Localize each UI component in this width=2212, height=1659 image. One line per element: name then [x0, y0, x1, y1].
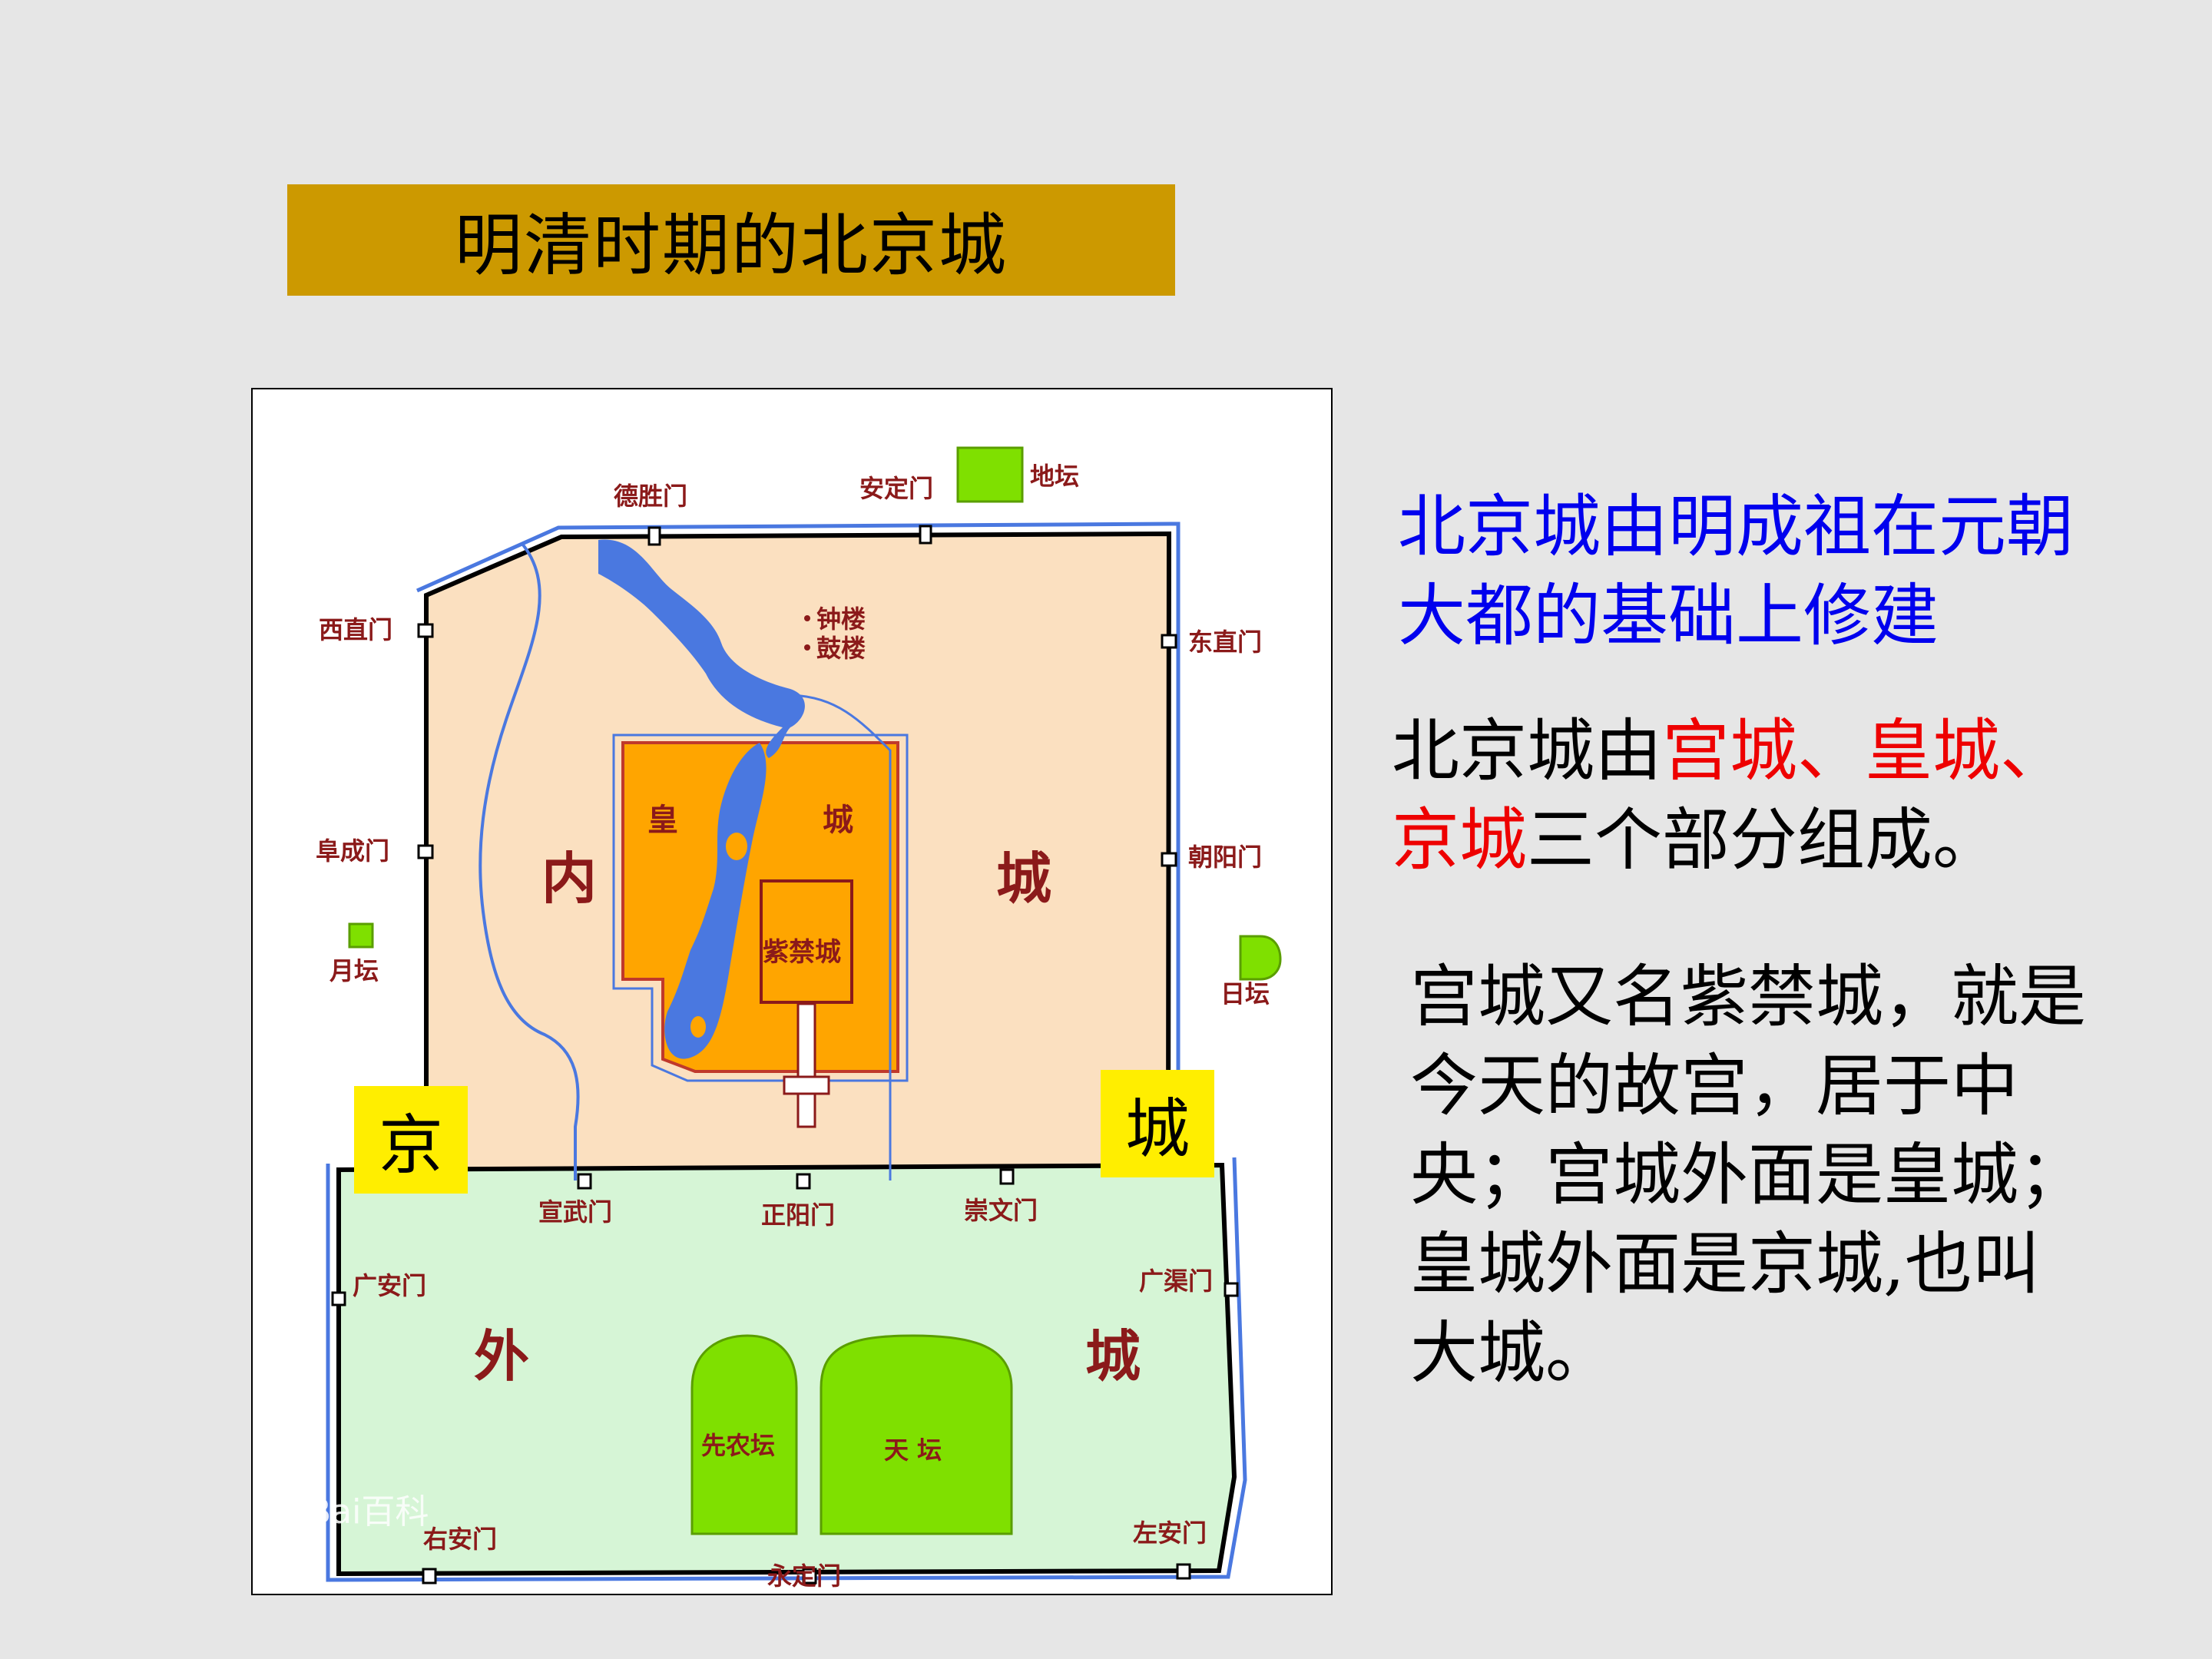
paragraph-description: 宫城又名紫禁城，就是今天的故宫，居于中央；宫城外面是皇城；皇城外面是京城,也叫大… [1410, 952, 2101, 1398]
gate-label-desheng: 德胜门 [614, 482, 687, 511]
tower-dots [804, 615, 810, 651]
tower-label-zhonglou: 钟楼 [816, 604, 866, 634]
title-banner: 明清时期的北京城 [287, 184, 1175, 296]
beihai-zhongnanhai-lake [664, 743, 767, 1059]
forbidden-city-area [760, 879, 853, 1004]
altar-label-tiantan: 天 坛 [884, 1435, 942, 1465]
gate-label-chongwen: 崇文门 [964, 1196, 1038, 1225]
map-svg: 德胜门 安定门 西直门 东直门 阜成门 朝阳门 宣武门 正阳门 崇文门 广安门 … [308, 446, 1282, 1591]
gate-label-guangan: 广安门 [353, 1271, 426, 1300]
region-label-nei: 内 [541, 846, 597, 911]
region-label-wai-cheng: 城 [1085, 1324, 1141, 1389]
page-title: 明清时期的北京城 [454, 206, 1008, 285]
paragraph-construction: 北京城由明成祖在元朝大都的基础上修建 [1398, 482, 2074, 661]
yuetan-altar [348, 922, 374, 949]
region-label-nei-cheng: 城 [996, 846, 1051, 911]
gate-label-zhengyang: 正阳门 [761, 1200, 835, 1230]
ditan-altar [956, 446, 1024, 503]
gate-label-yongding: 永定门 [767, 1561, 841, 1591]
gate-label-zuoan: 左安门 [1133, 1518, 1207, 1548]
western-river [478, 541, 580, 1181]
imperial-axis [796, 1002, 816, 1128]
lake-island [726, 833, 747, 860]
gate-label-dongzhi: 东直门 [1188, 628, 1262, 657]
gate-label-anding: 安定门 [859, 474, 933, 503]
composition-lead: 北京城由 [1392, 711, 1663, 790]
tower-label-gulou: 鼓楼 [816, 634, 866, 663]
paragraph-description-text: 宫城又名紫禁城，就是今天的故宫，居于中央；宫城外面是皇城；皇城外面是京城,也叫大… [1410, 957, 2087, 1392]
gate-label-xizhi: 西直门 [319, 615, 392, 644]
gate-label-fucheng: 阜成门 [316, 836, 389, 866]
outer-city-moat [326, 1157, 1247, 1582]
region-label-zijincheng: 紫禁城 [763, 937, 841, 968]
tag-jing-text: 京 [378, 1107, 443, 1183]
region-label-wai: 外 [474, 1324, 529, 1389]
paragraph-construction-text: 北京城由明成祖在元朝大都的基础上修建 [1398, 487, 2075, 655]
beijing-map: 德胜门 安定门 西直门 东直门 阜成门 朝阳门 宣武门 正阳门 崇文门 广安门 … [251, 388, 1333, 1595]
tag-jing: 京 [354, 1086, 468, 1194]
inner-city-moat [416, 522, 1181, 1181]
region-label-huang-cheng: 城 [823, 803, 853, 838]
region-label-huang: 皇 [647, 803, 678, 838]
paragraph-composition: 北京城由宫城、皇城、京城三个部分组成。 [1392, 707, 2098, 885]
east-channel [790, 694, 892, 1181]
tag-cheng: 城 [1101, 1070, 1214, 1177]
gate-label-xuanwu: 宣武门 [538, 1197, 612, 1227]
tiananmen-block [783, 1075, 830, 1095]
composition-parts: 宫城、皇城、京城 [1392, 711, 2068, 879]
gate-markers [331, 525, 1239, 1584]
composition-tail: 三个部分组成。 [1527, 800, 2001, 879]
watermark: Bai百科 [308, 1492, 429, 1532]
altar-label-yuetan: 月坛 [329, 956, 379, 985]
gate-label-chaoyang: 朝阳门 [1188, 843, 1262, 872]
ritan-altar [1239, 935, 1282, 981]
tag-cheng-text: 城 [1124, 1091, 1190, 1167]
shichahai-lake [598, 539, 805, 758]
gate-label-youan: 右安门 [423, 1525, 497, 1554]
lake-island-2 [690, 1016, 706, 1038]
altar-label-ditan: 地坛 [1030, 462, 1079, 491]
altar-label-xiannongtan: 先农坛 [701, 1431, 775, 1460]
altar-label-ritan: 日坛 [1220, 979, 1270, 1008]
imperial-city-outline [612, 733, 909, 1082]
gate-label-guangqu: 广渠门 [1139, 1267, 1213, 1296]
tiantan-altar [820, 1334, 1013, 1535]
xiannongtan-altar [690, 1334, 798, 1535]
